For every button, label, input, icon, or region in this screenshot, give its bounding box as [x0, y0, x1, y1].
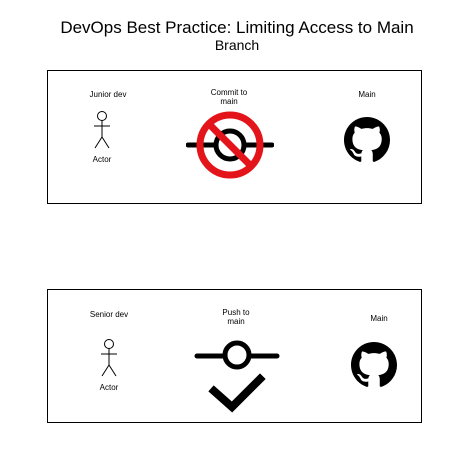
github-icon [344, 117, 390, 162]
diagram-title: DevOps Best Practice: Limiting Access to… [60, 18, 414, 37]
no-sign-icon [196, 111, 264, 179]
senior-dev-label: Senior dev [89, 310, 129, 319]
junior-dev-actor-label: Actor [92, 155, 112, 164]
checkmark-icon [208, 373, 266, 413]
github-icon [351, 342, 397, 387]
commit-to-main-label-line2: main [220, 97, 238, 106]
push-to-main-label-line1: Push to [222, 308, 250, 317]
main-target-label-top: Main [358, 90, 376, 99]
senior-dev-actor-icon [101, 339, 117, 377]
diagram-subtitle: Branch [214, 37, 260, 53]
senior-dev-actor-label: Actor [99, 383, 119, 392]
main-target-label-bottom: Main [370, 314, 388, 323]
junior-dev-actor-icon [94, 111, 110, 149]
push-to-main-label-line2: main [227, 317, 245, 326]
commit-to-main-label-line1: Commit to [210, 88, 248, 97]
commit-icon [194, 340, 280, 370]
junior-dev-label: Junior dev [89, 90, 127, 99]
